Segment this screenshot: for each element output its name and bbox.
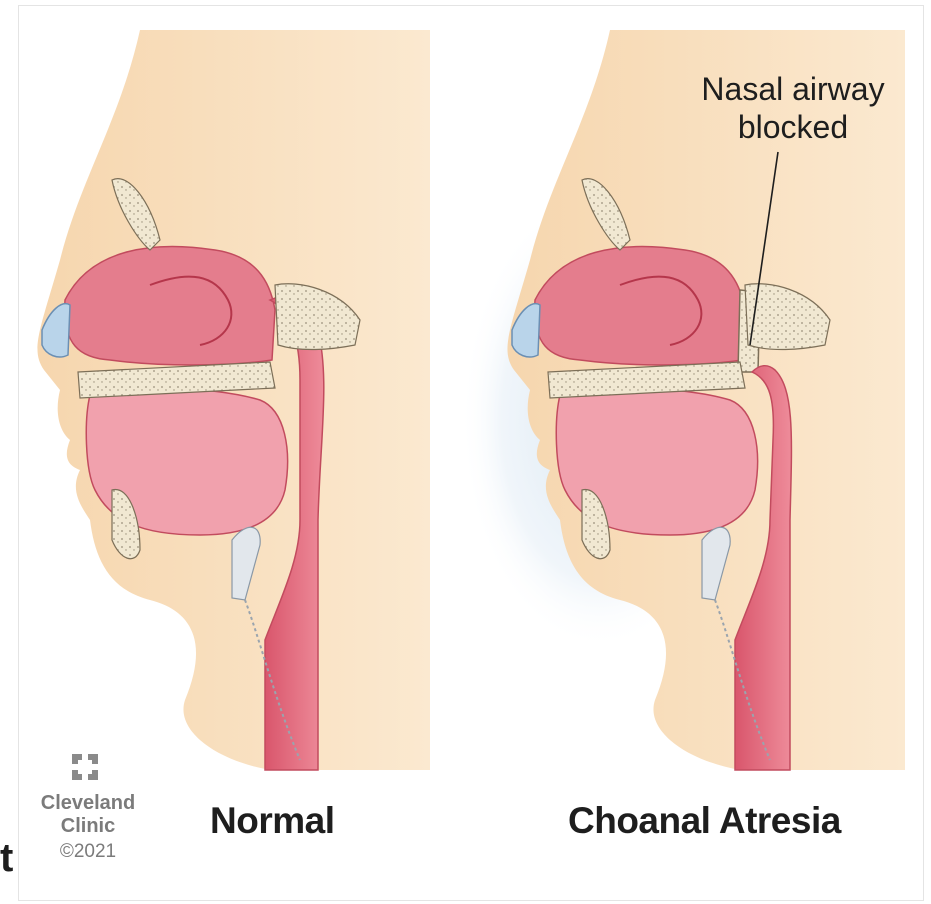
- callout-line-1: Nasal airway: [668, 70, 918, 108]
- choanal-atresia-label: Choanal Atresia: [568, 800, 841, 842]
- normal-anatomy: [37, 30, 430, 770]
- cleveland-clinic-cross-logo: [70, 752, 100, 782]
- clipped-text-fragment: t: [0, 836, 14, 881]
- logo-name-line-1: Cleveland: [28, 792, 148, 815]
- cleveland-clinic-logo-text: Cleveland Clinic ©2021: [28, 792, 148, 863]
- callout-line-2: blocked: [668, 108, 918, 146]
- logo-copyright: ©2021: [28, 840, 148, 863]
- normal-nasal-cavity: [65, 247, 275, 365]
- atresia-nasal-cavity: [535, 247, 745, 365]
- logo-name-line-2: Clinic: [28, 815, 148, 838]
- callout-label: Nasal airway blocked: [668, 70, 918, 146]
- normal-label: Normal: [210, 800, 334, 842]
